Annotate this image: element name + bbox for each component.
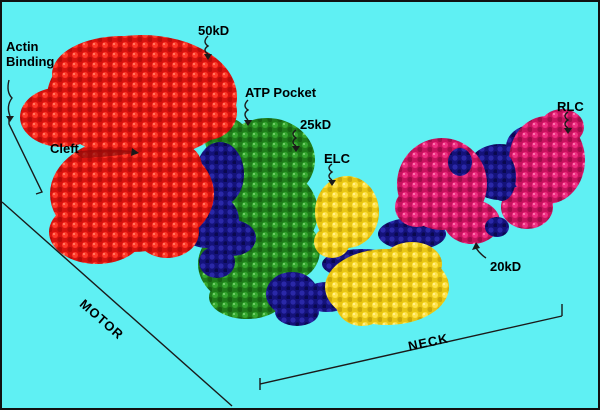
heavy-chain-50kd-domain — [20, 35, 237, 264]
annotation-arrowheads — [6, 54, 572, 250]
kd25-label: 25kD — [300, 117, 332, 132]
rlc-label: RLC — [557, 99, 584, 114]
rlc-blue-patches — [448, 148, 516, 237]
kd20-label: 20kD — [490, 259, 522, 274]
elc-label: ELC — [324, 151, 350, 166]
atp-pocket-label: ATP Pocket — [245, 85, 317, 100]
regulatory-light-chain — [395, 109, 585, 244]
essential-light-chain — [314, 176, 449, 326]
kd50-label: 50kD — [198, 23, 230, 38]
annotation-lines — [2, 35, 570, 407]
actin-binding-cleft — [74, 149, 140, 158]
actin-binding-label-line2: Binding — [6, 54, 55, 69]
cleft-label: Cleft — [50, 141, 79, 156]
actin-binding-label-line1: Actin — [6, 39, 39, 54]
